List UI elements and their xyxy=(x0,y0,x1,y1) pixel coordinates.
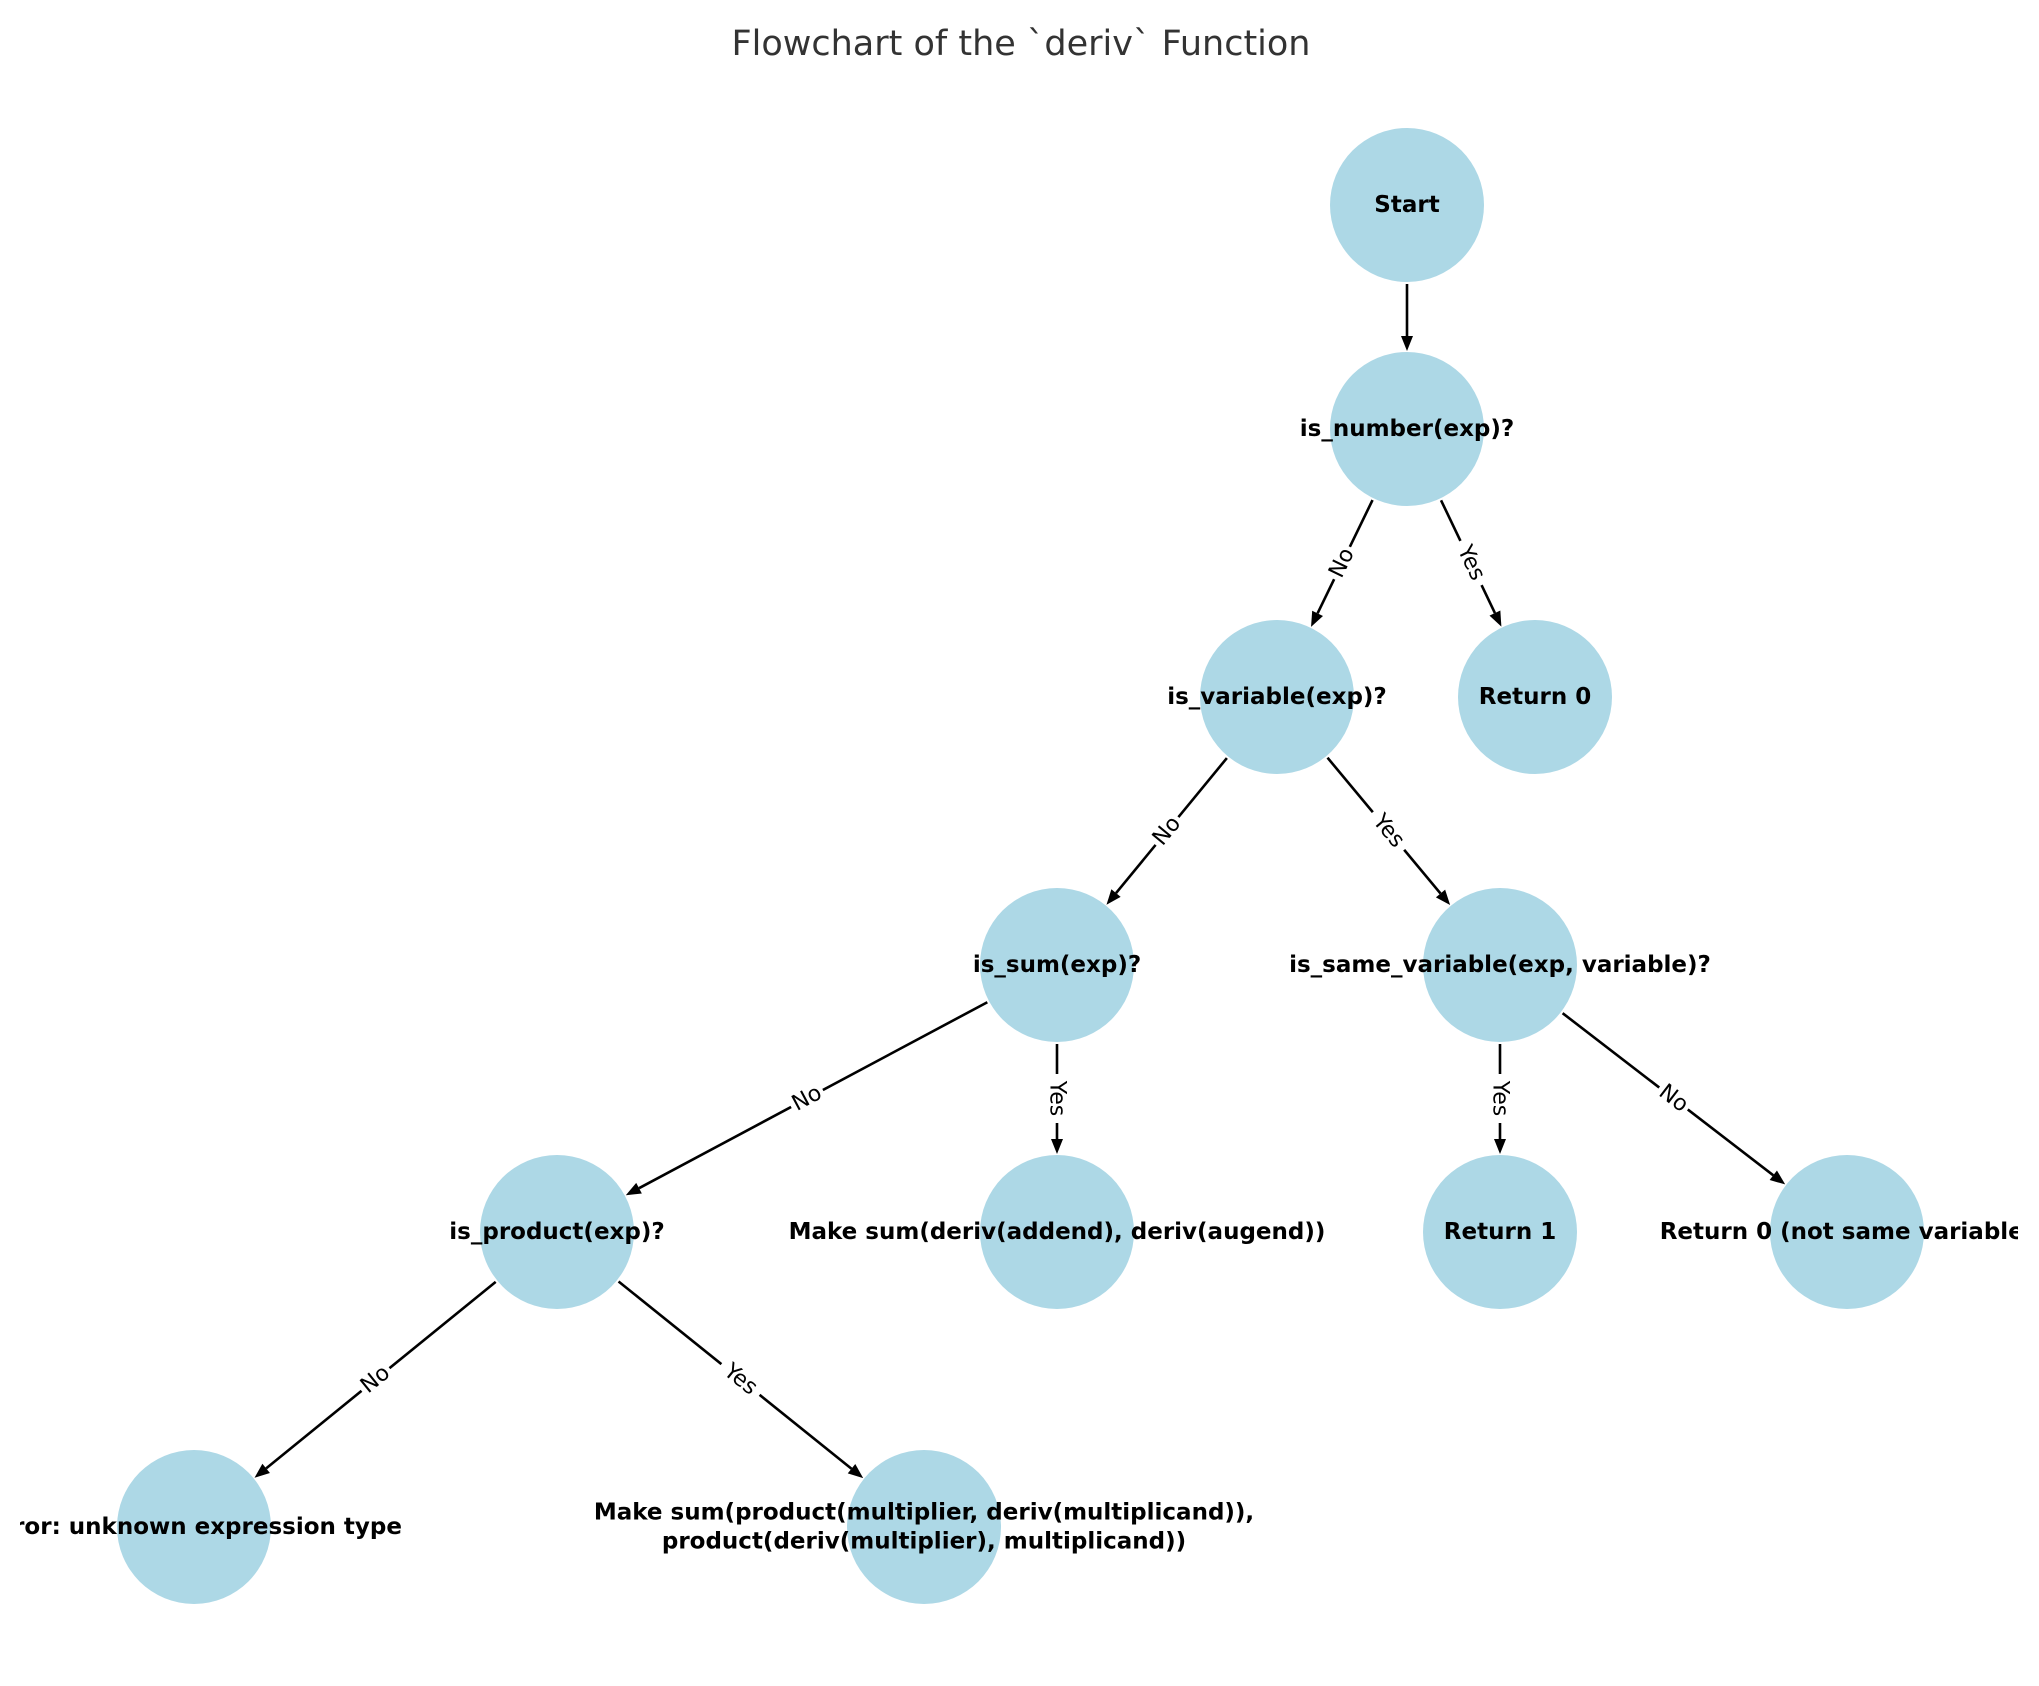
node-return-0-not-same xyxy=(1770,1155,1924,1309)
node-error xyxy=(117,1450,271,1604)
node-label-is-same-variable: is_same_variable(exp, variable)? xyxy=(1289,952,1711,978)
node-make-sum-product xyxy=(847,1450,1001,1604)
arrow-head-icon xyxy=(625,1182,642,1196)
node-label-is-variable: is_variable(exp)? xyxy=(1167,684,1387,710)
node-label-make-sum-product: Make sum(product(multiplier, deriv(multi… xyxy=(594,1500,1254,1526)
arrow-head-icon xyxy=(1311,610,1323,627)
arrow-head-icon xyxy=(1494,1139,1506,1154)
node-label-is-product: is_product(exp)? xyxy=(449,1219,664,1245)
node-is-sum xyxy=(980,888,1134,1042)
edge-label-no: No xyxy=(356,1360,395,1398)
edge-label-group: Yes xyxy=(1486,1074,1514,1123)
node-is-product xyxy=(480,1155,634,1309)
edge-label-group: No xyxy=(784,1077,830,1120)
edge-label-background xyxy=(1043,1074,1071,1123)
node-label-error: Error: unknown expression type xyxy=(0,1514,402,1540)
node-label-make-sum: Make sum(deriv(addend), deriv(augend)) xyxy=(789,1219,1326,1245)
arrow-head-icon xyxy=(1051,1139,1063,1154)
edge-label-background xyxy=(1447,534,1495,592)
edge-label-group: No xyxy=(352,1357,399,1402)
edge-label-background xyxy=(1362,803,1415,859)
edge-label-background xyxy=(1486,1074,1514,1123)
arrow-head-icon xyxy=(1435,889,1451,906)
arrow-head-icon xyxy=(847,1464,864,1479)
edge-label-no: No xyxy=(1654,1079,1693,1117)
nodes-layer xyxy=(117,128,1924,1604)
node-label-is-number: is_number(exp)? xyxy=(1300,416,1514,442)
edge-start-to-is-number xyxy=(1401,284,1413,351)
edge-label-background xyxy=(1650,1076,1697,1121)
arrow-head-icon xyxy=(254,1463,270,1478)
node-label-return-0: Return 0 xyxy=(1479,684,1591,710)
edge-label-group: No xyxy=(1144,808,1190,854)
arrow-head-icon xyxy=(1489,610,1502,627)
edge-label-yes: Yes xyxy=(1045,1080,1070,1117)
arrow-head-icon xyxy=(1106,889,1121,905)
node-start xyxy=(1330,128,1484,282)
node-label-return-1: Return 1 xyxy=(1444,1219,1556,1245)
node-label-is-sum: is_sum(exp)? xyxy=(973,952,1141,978)
node-labels-layer: Start is_number(exp)? is_variable(exp)? Ret… xyxy=(0,192,2035,1555)
node-is-variable xyxy=(1200,620,1354,774)
edge-label-group: Yes xyxy=(1043,1074,1071,1123)
edge-label-background xyxy=(352,1357,399,1402)
edge-label-group: Yes xyxy=(1447,534,1495,592)
node-is-same-variable xyxy=(1423,888,1577,1042)
edge-label-yes: Yes xyxy=(1488,1080,1513,1117)
node-label-return-0-not-same: Return 0 (not same variable) xyxy=(1660,1219,2035,1245)
edge-label-group: No xyxy=(1650,1076,1697,1121)
node-return-0 xyxy=(1458,620,1612,774)
node-make-sum xyxy=(980,1155,1134,1309)
node-return-1 xyxy=(1423,1155,1577,1309)
node-label-make-sum-product: product(deriv(multiplier), multiplicand)… xyxy=(662,1529,1186,1555)
edge-label-group: Yes xyxy=(1362,803,1415,859)
edge-label-background xyxy=(1321,540,1363,586)
edge-label-background xyxy=(1144,808,1190,854)
edge-label-background xyxy=(712,1353,769,1406)
edges-layer xyxy=(254,284,1786,1479)
edge-label-group: No xyxy=(1321,540,1363,586)
arrow-head-icon xyxy=(1769,1170,1786,1185)
chart-title: Flowchart of the `deriv` Function xyxy=(731,24,1310,64)
arrow-head-icon xyxy=(1401,336,1413,351)
edge-label-group: Yes xyxy=(712,1353,769,1406)
edge-label-no: No xyxy=(1148,812,1186,851)
node-is-number xyxy=(1330,352,1484,506)
edge-label-background xyxy=(784,1077,830,1120)
node-label-start: Start xyxy=(1374,192,1439,218)
